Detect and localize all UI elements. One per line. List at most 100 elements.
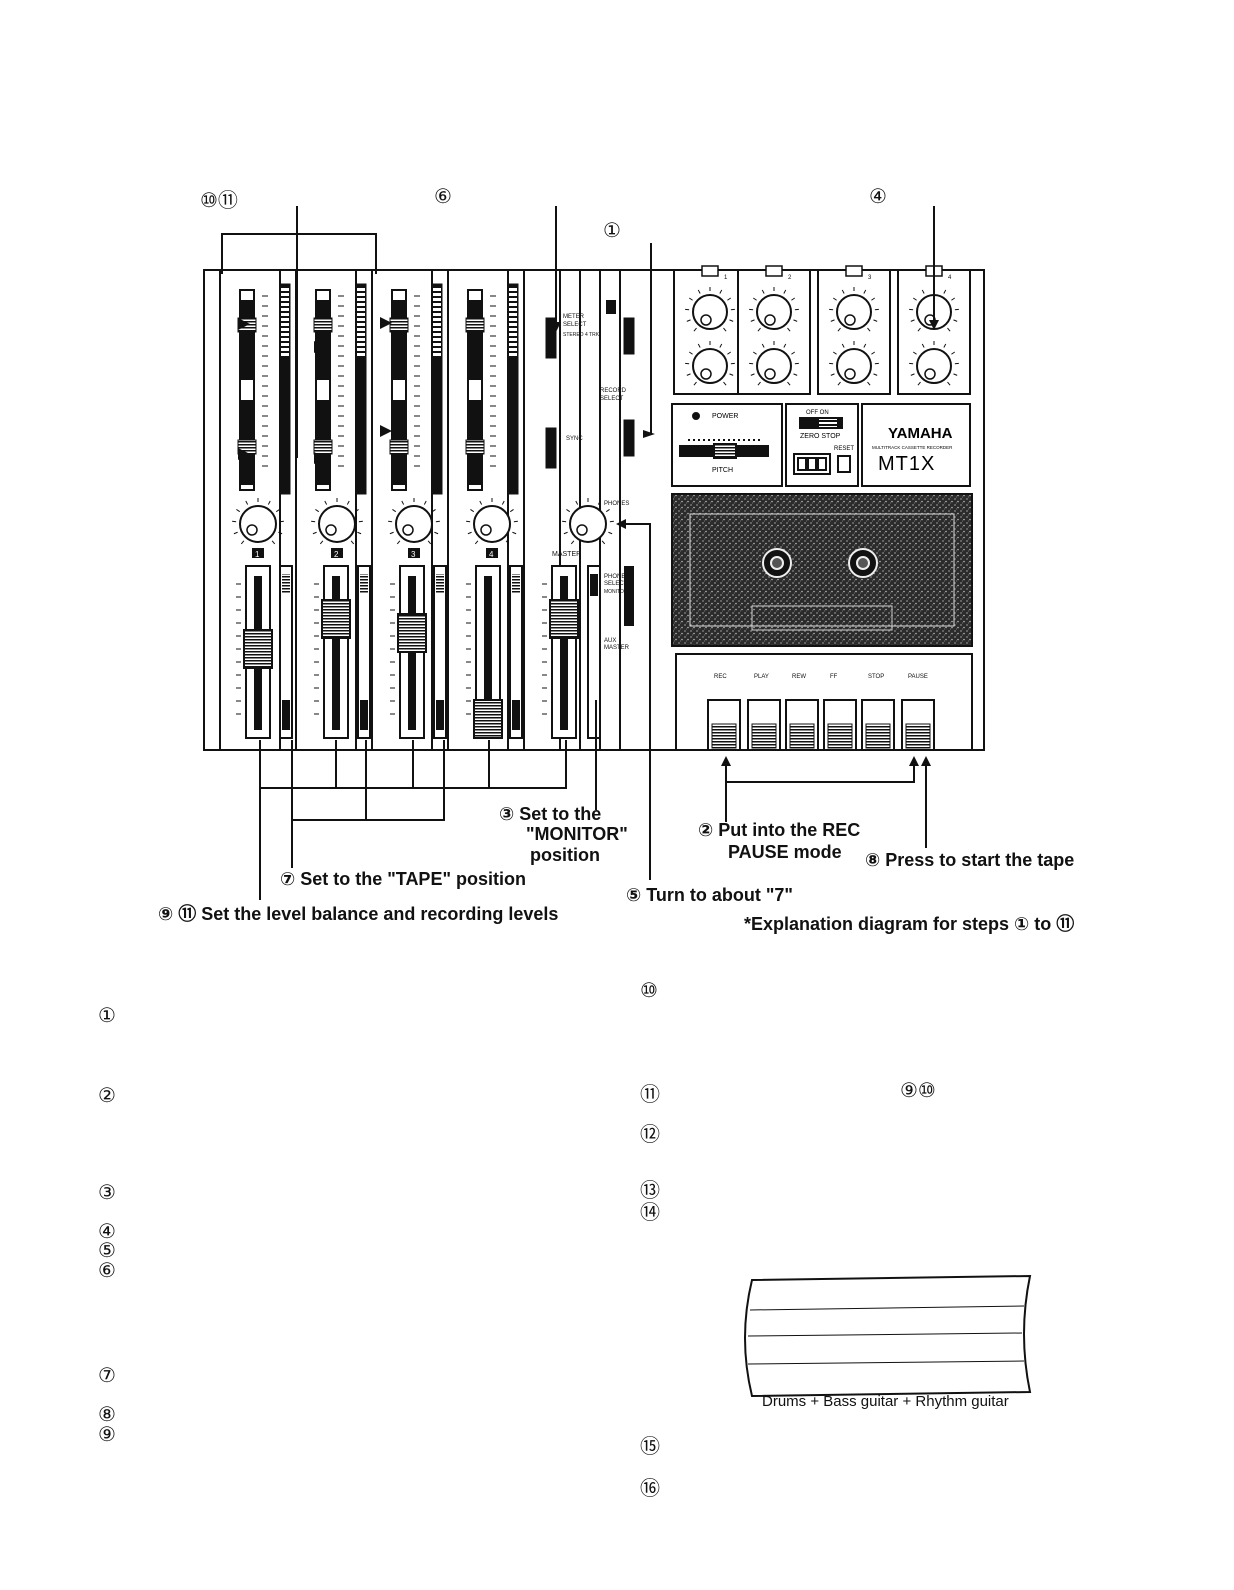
- knob-tick: [474, 540, 479, 545]
- knob-tick: [723, 381, 727, 386]
- meter-upper: [240, 300, 254, 380]
- meter-segment: [509, 313, 517, 316]
- knob-body: [473, 505, 511, 543]
- knob-tick: [467, 531, 472, 535]
- channel-3-meters: [389, 283, 443, 495]
- channel-4-meters: [465, 283, 519, 495]
- meter-segment: [509, 338, 517, 341]
- knob-tick: [401, 500, 405, 505]
- knob-tick: [697, 343, 701, 348]
- knob-tick: [392, 509, 397, 513]
- meter-segment: [509, 348, 517, 351]
- master-label: MASTER: [552, 551, 581, 558]
- track-tab: [701, 265, 719, 277]
- transport-ff-button[interactable]: FF: [823, 674, 857, 751]
- meter-segment: [357, 323, 365, 326]
- pan-knob-3: 3: [388, 498, 440, 559]
- knob-tick: [346, 500, 350, 505]
- channel-number-2: 2: [334, 550, 339, 559]
- knob-body: [395, 505, 433, 543]
- knob-tick: [575, 500, 579, 505]
- meter-knob-upper: [389, 317, 409, 333]
- knob-tick: [871, 351, 876, 355]
- knob-tick: [729, 319, 734, 322]
- step-14-number: ⑭: [640, 1202, 660, 1224]
- knob-tick: [921, 343, 925, 348]
- cassette-compartment: [671, 493, 973, 647]
- meter-segment: [509, 328, 517, 331]
- button-face: [789, 723, 815, 749]
- track-tab: [845, 265, 863, 277]
- knob-tick: [947, 327, 951, 332]
- meter-segment: [281, 333, 289, 336]
- knob-tick: [912, 297, 917, 301]
- knob-tick: [693, 327, 697, 332]
- transport-rew-button[interactable]: REW: [785, 674, 819, 751]
- track-3-knobs: 3: [817, 265, 891, 395]
- input-switch: [512, 574, 520, 594]
- transport-label-6: PAUSE: [908, 674, 928, 680]
- meter-segment: [433, 328, 441, 331]
- knob-tick: [912, 351, 917, 355]
- knob-tick: [793, 319, 798, 322]
- tape-track-diagram: [744, 1274, 1032, 1398]
- input-switch-slot: [279, 565, 293, 739]
- track-number-1: 1: [724, 275, 728, 281]
- callout-7: ⑦ Set to the "TAPE" position: [280, 869, 526, 889]
- sync-label: SYNC: [566, 436, 583, 442]
- knob-tick: [750, 319, 755, 322]
- callout-2-line1: ② Put into the REC: [698, 820, 861, 840]
- meter-segment: [433, 348, 441, 351]
- meter-stereo-label: STEREO 4 TRK: [563, 332, 600, 338]
- step-2-number: ②: [98, 1085, 116, 1107]
- knob-tick: [350, 540, 355, 545]
- step-9-number: ⑨: [98, 1424, 116, 1446]
- knob-pointer: [700, 368, 712, 380]
- track-2-knobs: 2: [737, 265, 811, 395]
- knob-tick: [566, 509, 571, 513]
- meter-segment: [281, 298, 289, 301]
- meter-knob-lower: [389, 439, 409, 455]
- knob-pointer: [924, 368, 936, 380]
- knob-tick: [921, 289, 925, 294]
- knob-tick: [837, 327, 841, 332]
- channel-number-box: [408, 548, 420, 558]
- input-switch-slot: [433, 565, 447, 739]
- knob-tick: [783, 289, 787, 294]
- brand-subtitle: MULTITRACK CASSETTE RECORDER: [872, 445, 953, 450]
- meter-segment: [509, 323, 517, 326]
- meter-segment: [433, 298, 441, 301]
- aux-master-label: MASTER: [604, 645, 630, 651]
- knob-tick: [688, 297, 693, 301]
- meter-segment: [509, 318, 517, 321]
- callout-5: ⑤ Turn to about "7": [626, 885, 793, 905]
- transport-stop-button[interactable]: STOP: [861, 674, 895, 751]
- knob-tick: [563, 531, 568, 535]
- knob-tick: [357, 531, 362, 535]
- knob-tick: [601, 540, 606, 545]
- knob-tick: [396, 540, 401, 545]
- meter-segment: [281, 318, 289, 321]
- knob-tick: [863, 289, 867, 294]
- transport-play-button[interactable]: PLAY: [747, 674, 781, 751]
- knob-tick: [719, 343, 723, 348]
- knob-tick: [727, 297, 732, 301]
- channel-fader-1: [236, 565, 293, 739]
- transport-pause-button[interactable]: PAUSE: [901, 674, 935, 751]
- meter-segment: [357, 348, 365, 351]
- knob-tick: [312, 531, 317, 535]
- channel-fader-2: [314, 565, 371, 739]
- transport-label-1: REC: [714, 674, 727, 680]
- knob-tick: [953, 319, 958, 322]
- meter-segment: [357, 353, 365, 356]
- level-meter: [279, 283, 291, 495]
- brand-logo: YAMAHA: [888, 425, 953, 442]
- input-switch: [282, 574, 290, 594]
- meter-segment: [357, 303, 365, 306]
- knob-tick: [873, 319, 878, 322]
- meter-segment: [281, 308, 289, 311]
- step-11-reference: ⑨⑩: [900, 1080, 936, 1102]
- meter-segment: [509, 288, 517, 291]
- transport-rec-button[interactable]: REC: [707, 674, 741, 751]
- knob-tick: [793, 373, 798, 376]
